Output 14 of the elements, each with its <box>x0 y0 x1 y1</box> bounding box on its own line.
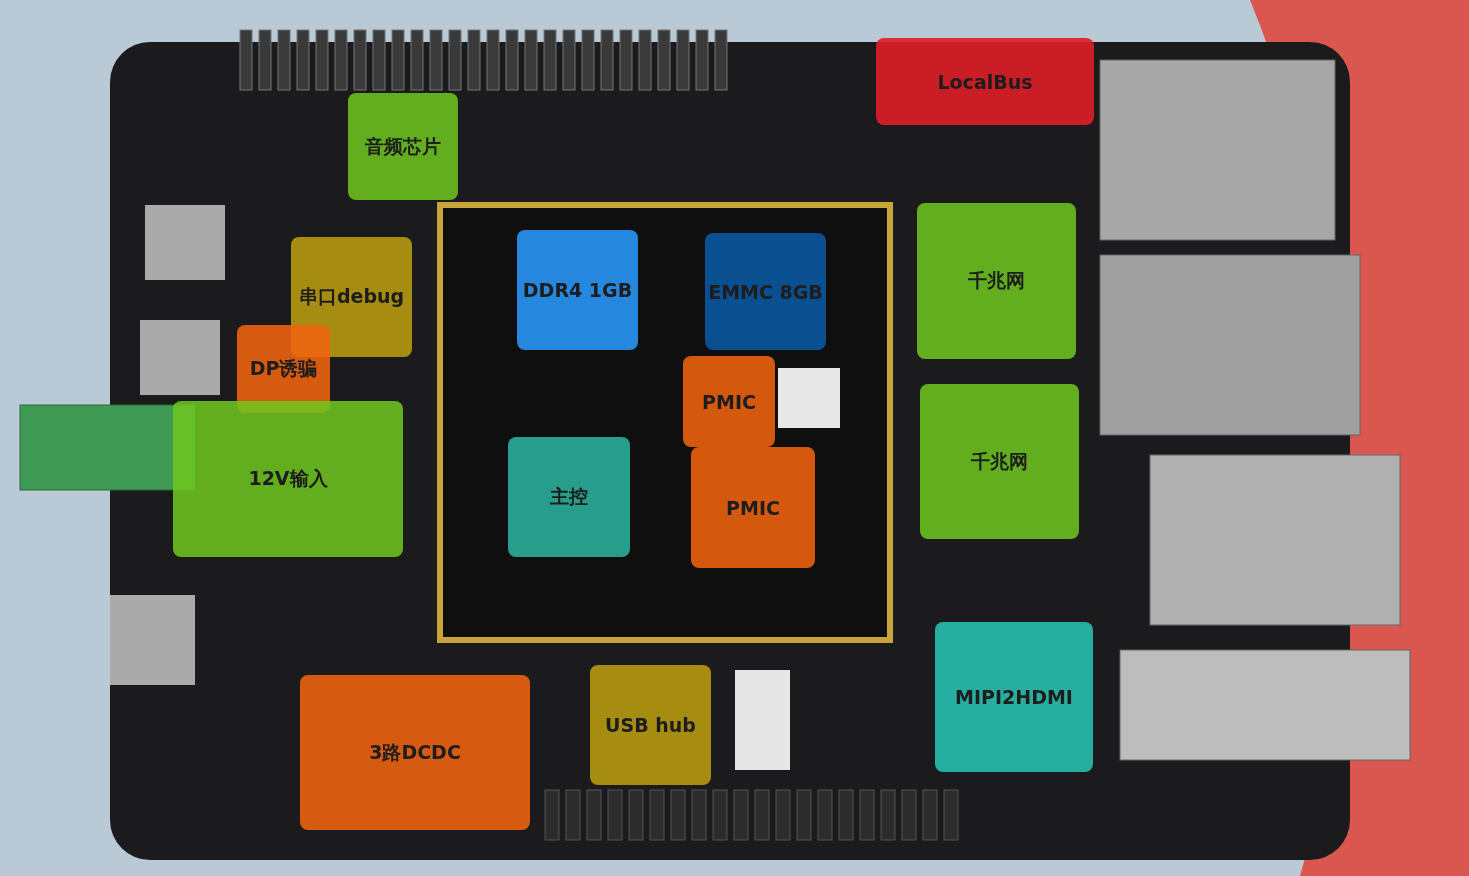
highlight-label: MIPI2HDMI <box>935 622 1093 772</box>
highlight-label: EMMC 8GB <box>705 233 826 350</box>
highlight-label: 音频芯片 <box>348 93 458 200</box>
highlight-label: 3路DCDC <box>300 675 530 830</box>
highlight-label: DDR4 1GB <box>517 230 638 350</box>
highlight-label: USB hub <box>590 665 711 785</box>
highlight-label: PMIC <box>691 447 815 568</box>
highlight-label: 串口debug <box>291 237 412 357</box>
highlight-label: 主控 <box>508 437 630 557</box>
highlight-label: 千兆网 <box>917 203 1076 359</box>
highlight-label: 12V输入 <box>173 401 403 557</box>
highlight-label: 千兆网 <box>920 384 1079 539</box>
highlight-label: LocalBus <box>876 38 1094 125</box>
highlight-label: PMIC <box>683 356 775 447</box>
